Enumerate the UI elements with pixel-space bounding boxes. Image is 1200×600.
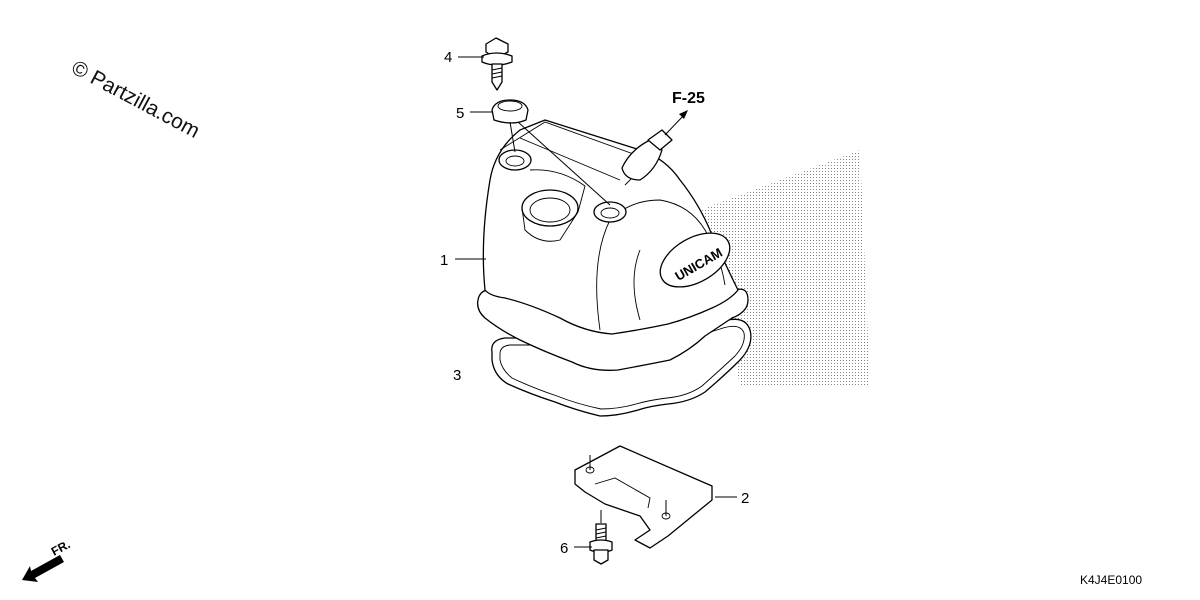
plate-part[interactable] — [574, 445, 713, 549]
front-arrow-icon — [22, 555, 64, 582]
watermark-text: © Partzilla.com — [68, 56, 204, 143]
leader-lines — [455, 56, 737, 548]
callout-6: 6 — [560, 540, 568, 557]
washer-part[interactable] — [491, 99, 529, 124]
callout-4: 4 — [444, 49, 452, 66]
callout-1: 1 — [440, 252, 448, 269]
callout-2: 2 — [741, 490, 749, 507]
callout-5: 5 — [456, 105, 464, 122]
front-direction-indicator: FR. — [22, 537, 72, 582]
bolt-part[interactable] — [481, 37, 513, 91]
cylinder-head-cover-part[interactable]: UNICAM — [477, 119, 749, 371]
front-label: FR. — [49, 537, 73, 558]
reference-label: F-25 — [672, 90, 705, 107]
small-bolt-part[interactable] — [589, 523, 613, 565]
diagram-code: K4J4E0100 — [1080, 573, 1142, 587]
callout-3: 3 — [453, 367, 461, 384]
